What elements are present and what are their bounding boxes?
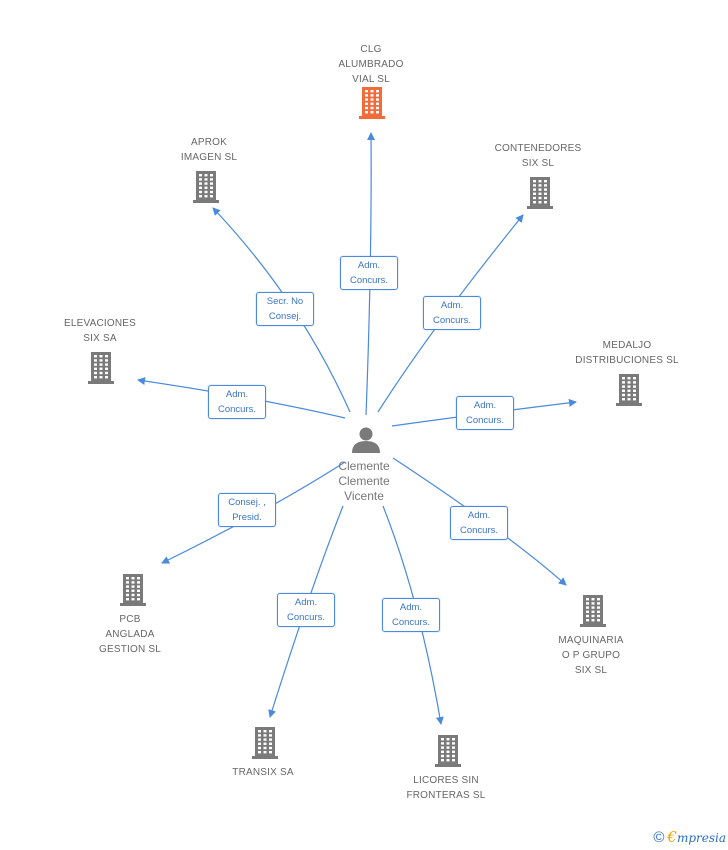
building-icon-maquinaria[interactable] xyxy=(580,595,606,627)
edge-label-transix[interactable]: Adm. Concurs. xyxy=(277,593,335,627)
edge-label-medaljo[interactable]: Adm. Concurs. xyxy=(456,396,514,430)
edge-label-licores[interactable]: Adm. Concurs. xyxy=(382,598,440,632)
company-label-maquinaria[interactable]: MAQUINARIA O P GRUPO SIX SL xyxy=(558,635,624,676)
company-label-medaljo[interactable]: MEDALJO DISTRIBUCIONES SL xyxy=(575,340,679,366)
nodes-layer xyxy=(88,87,642,767)
building-icon-pcb[interactable] xyxy=(120,574,146,606)
person-label[interactable]: Clemente Clemente Vicente xyxy=(338,459,390,503)
edge-label-clg[interactable]: Adm. Concurs. xyxy=(340,256,398,290)
edge-label-maquinaria[interactable]: Adm. Concurs. xyxy=(450,506,508,540)
building-icon-licores[interactable] xyxy=(435,735,461,767)
company-label-elevaciones[interactable]: ELEVACIONES SIX SA xyxy=(63,318,137,344)
company-label-contenedores[interactable]: CONTENEDORES SIX SL xyxy=(494,143,582,169)
brand-logo-e: € xyxy=(667,828,677,846)
brand-footer[interactable]: ©€mpresia xyxy=(653,828,726,846)
building-icon-transix[interactable] xyxy=(252,727,278,759)
building-icon-medaljo[interactable] xyxy=(616,374,642,406)
company-label-clg[interactable]: CLG ALUMBRADO VIAL SL xyxy=(338,44,404,85)
building-icon-contenedores[interactable] xyxy=(527,177,553,209)
brand-name: mpresia xyxy=(676,831,726,845)
company-label-pcb[interactable]: PCB ANGLADA GESTION SL xyxy=(98,614,161,655)
building-icon-elevaciones[interactable] xyxy=(88,352,114,384)
edge-label-elevaciones[interactable]: Adm. Concurs. xyxy=(208,385,266,419)
copyright-icon: © xyxy=(653,829,665,846)
person-icon[interactable] xyxy=(352,427,380,454)
building-icon-aprok[interactable] xyxy=(193,171,219,203)
edge-label-aprok[interactable]: Secr. No Consej. xyxy=(256,292,314,326)
edge-label-contenedores[interactable]: Adm. Concurs. xyxy=(423,296,481,330)
edge-label-pcb[interactable]: Consej. , Presid. xyxy=(218,493,276,527)
company-label-aprok[interactable]: APROK IMAGEN SL xyxy=(180,137,238,163)
company-label-transix[interactable]: TRANSIX SA xyxy=(232,767,294,778)
company-label-licores[interactable]: LICORES SIN FRONTERAS SL xyxy=(406,775,486,801)
building-icon-clg[interactable] xyxy=(359,87,385,119)
